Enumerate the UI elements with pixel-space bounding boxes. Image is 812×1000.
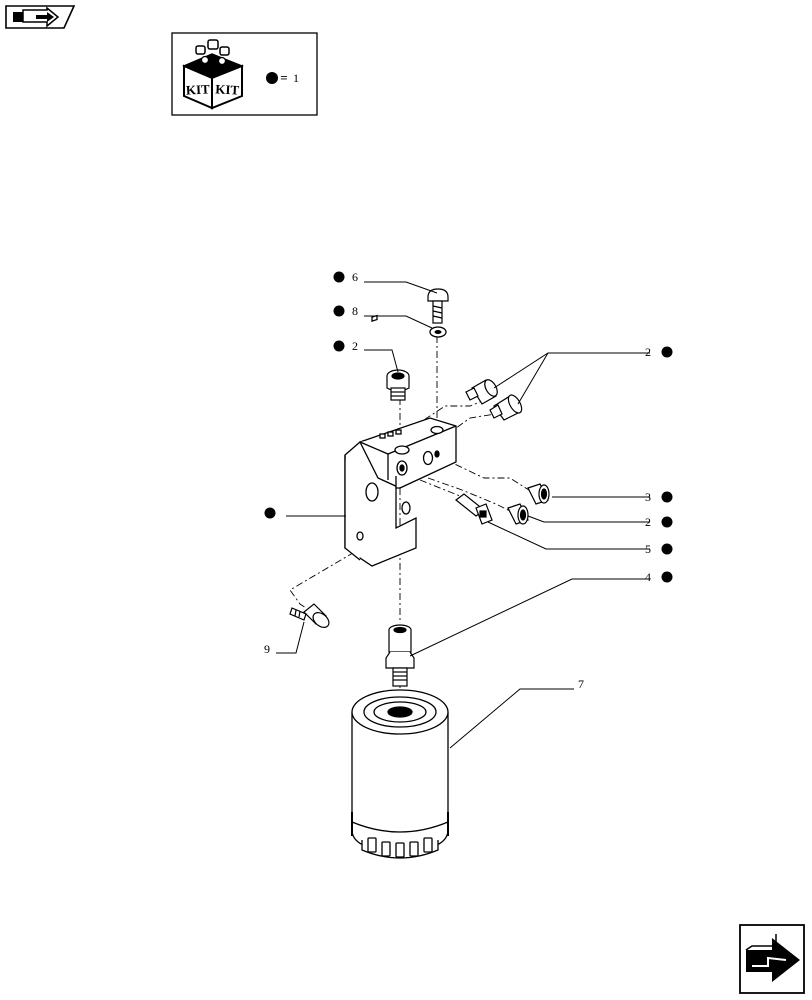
callout-label: 7: [578, 677, 584, 691]
callout-label: 2: [352, 339, 358, 353]
fitting-part-3: [527, 483, 550, 505]
kit-marker-dot: [264, 507, 276, 519]
kit-marker-dot: [333, 271, 345, 283]
next-nav-button[interactable]: [739, 924, 805, 994]
callout-label: 3: [645, 490, 651, 504]
fitting-part-2-lower: [507, 503, 529, 525]
screw-part: [427, 288, 449, 324]
callout-label: 8: [352, 304, 358, 318]
callout-label: 5: [645, 542, 651, 556]
kit-marker-dot: [661, 346, 673, 358]
kit-legend: KIT KIT = 1: [171, 32, 318, 116]
callout-4: 4: [645, 570, 673, 584]
back-nav-button[interactable]: [5, 5, 76, 29]
callout-label: 9: [264, 642, 270, 656]
callout-label: 2: [645, 345, 651, 359]
leader-lines: [276, 281, 650, 749]
back-arrow-icon: [13, 6, 60, 28]
kit-box-word-right: KIT: [215, 81, 240, 97]
kit-marker-dot: [333, 305, 345, 317]
fitting-pair-upper-right: [465, 379, 523, 421]
kit-box-word-left: KIT: [185, 81, 210, 97]
callout-8: 8: [333, 304, 358, 318]
callout-5: 5: [645, 542, 673, 556]
bolt-part-9: [289, 603, 330, 628]
filter-head-bracket: [344, 314, 457, 567]
sensor-part-5: [455, 493, 493, 525]
callout-3: 3: [645, 490, 673, 504]
callout-6: 6: [333, 270, 358, 284]
kit-box-icon: KIT KIT: [182, 39, 245, 110]
kit-marker-dot: [333, 340, 345, 352]
callout-bracket: [264, 507, 276, 519]
kit-marker-dot: [266, 72, 278, 84]
callout-2-lower-right: 2: [645, 515, 673, 529]
callout-label: 2: [645, 515, 651, 529]
callout-2-upper-right: 2: [645, 345, 673, 359]
fitting-part-top: [386, 369, 410, 401]
callout-label: 4: [645, 570, 651, 584]
kit-equals-sign: =: [280, 70, 287, 85]
kit-marker-dot: [661, 571, 673, 583]
kit-marker-dot: [661, 491, 673, 503]
kit-count: 1: [293, 71, 299, 85]
washer-part: [429, 326, 447, 338]
next-arrow-icon: [745, 934, 800, 982]
adapter-part-4: [385, 624, 415, 687]
callout-9: 9: [264, 642, 270, 656]
callout-2-top-left: 2: [333, 339, 358, 353]
callout-label: 6: [352, 270, 358, 284]
callout-7: 7: [578, 677, 584, 691]
kit-marker-dot: [661, 543, 673, 555]
kit-marker-dot: [661, 516, 673, 528]
filter-cartridge-7: [351, 689, 449, 859]
